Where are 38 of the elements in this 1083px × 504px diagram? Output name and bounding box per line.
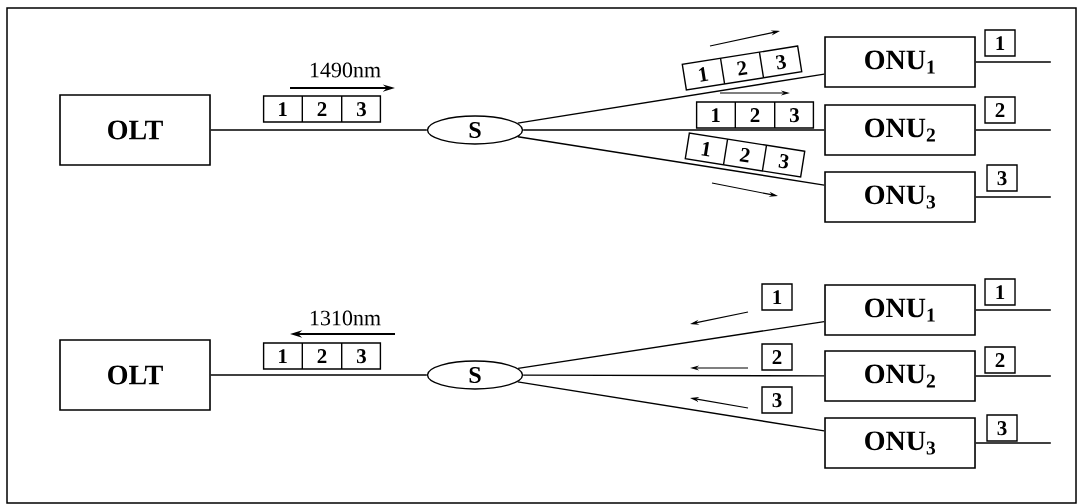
fiber-line (517, 136, 825, 186)
fiber-line (522, 129, 825, 131)
olt-box: OLT (59, 339, 211, 411)
onu-box: ONU$_{2}$ (824, 104, 976, 156)
onu-box: ONU$_{3}$ (824, 171, 976, 223)
onu-box: ONU$_{1}$ (824, 36, 976, 88)
fiber-line (210, 374, 428, 376)
fiber-line (975, 375, 1052, 377)
fiber-line (975, 61, 1052, 63)
fiber-line (517, 320, 825, 370)
fiber-line (975, 309, 1052, 311)
fiber-line (210, 129, 428, 131)
packet-cell: 3 (986, 164, 1018, 192)
packet-cell: 1 (761, 283, 793, 311)
wavelength-label: 1490nm (310, 62, 381, 78)
onu-box: ONU$_{2}$ (824, 350, 976, 402)
packet-cell: 1 (984, 278, 1016, 306)
packet-frame: 1 2 3 (681, 45, 803, 91)
fiber-line (522, 374, 825, 377)
packet-frame: 1 2 3 (262, 342, 382, 370)
onu-box: ONU$_{1}$ (824, 284, 976, 336)
packet-cell: 1 (984, 29, 1016, 57)
packet-cell: 3 (986, 414, 1018, 442)
fiber-line (517, 73, 825, 124)
fiber-line (975, 196, 1052, 198)
packet-cell: 3 (761, 386, 793, 414)
wavelength-label: 1310nm (310, 310, 381, 326)
onu-box: ONU$_{3}$ (824, 417, 976, 469)
packet-frame: 1 2 3 (684, 132, 806, 178)
packet-cell: 2 (761, 343, 793, 371)
fiber-line (517, 381, 825, 432)
olt-box: OLT (59, 94, 211, 166)
packet-cell: 2 (984, 96, 1016, 124)
packet-frame: 1 2 3 (262, 95, 382, 123)
fiber-line (975, 442, 1052, 444)
packet-cell: 2 (984, 346, 1016, 374)
packet-frame: 1 2 3 (695, 101, 815, 129)
fiber-line (975, 129, 1052, 131)
